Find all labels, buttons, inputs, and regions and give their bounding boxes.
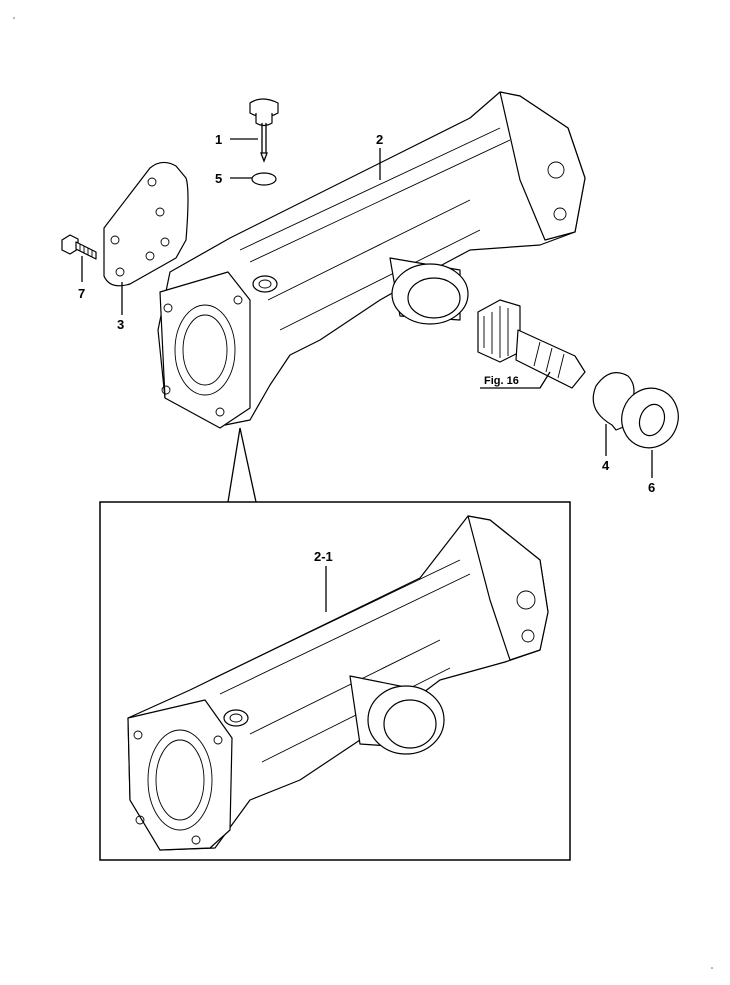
callout-5: 5 [215,171,222,186]
axle-housing-detail-icon [127,515,549,851]
callout-2-1: 2-1 [314,549,333,564]
pinion-shaft-icon [477,299,586,389]
callout-1: 1 [215,132,222,147]
callout-2: 2 [376,132,383,147]
corner-dot [13,17,15,19]
dipstick-icon [249,98,279,163]
callout-4: 4 [602,458,610,473]
fig-reference-label: Fig. 16 [484,375,519,387]
oil-seal-icon [621,387,679,449]
callout-3: 3 [117,317,124,332]
axle-housing-icon [157,91,586,429]
leader-lines [81,138,653,612]
gasket-plate-icon [103,161,189,287]
detail-pointer [227,427,257,503]
corner-dot [711,967,713,969]
o-ring-icon [251,172,277,186]
callout-6: 6 [648,480,655,495]
bolt-icon [61,234,97,260]
detail-box [99,501,571,861]
callout-7: 7 [78,286,85,301]
